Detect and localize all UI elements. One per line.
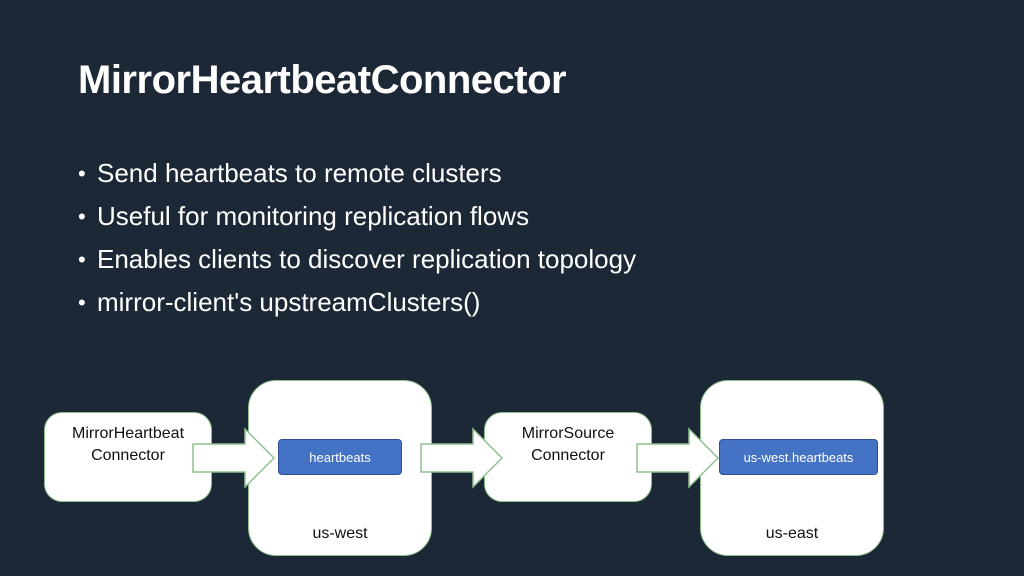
connector-label-line2: Connector [91, 447, 165, 464]
bullet-text: Useful for monitoring replication flows [97, 201, 530, 231]
bullet-item: • Enables clients to discover replicatio… [78, 238, 636, 281]
bullet-text: Send heartbeats to remote clusters [97, 158, 502, 188]
heartbeat-connector-box: MirrorHeartbeat Connector [44, 412, 212, 502]
connector-label-line1: MirrorSource [521, 425, 615, 442]
arrow-heartbeat-to-us-west [192, 427, 276, 489]
cluster-label: us-west [312, 525, 368, 542]
bullet-marker: • [78, 290, 86, 315]
connector-label-line2: Connector [531, 447, 605, 464]
arrow-source-connector-to-us-east [636, 427, 720, 489]
arrow-us-west-to-source-connector [420, 427, 504, 489]
bullet-item: • Useful for monitoring replication flow… [78, 195, 636, 238]
source-connector-box: MirrorSource Connector [484, 412, 652, 502]
bullet-item: • mirror-client's upstreamClusters() [78, 281, 636, 324]
bullet-marker: • [78, 161, 86, 186]
bullet-marker: • [78, 247, 86, 272]
bullet-marker: • [78, 204, 86, 229]
cluster-label: us-east [765, 525, 819, 542]
bullet-list: • Send heartbeats to remote clusters • U… [78, 152, 636, 324]
bullet-text: mirror-client's upstreamClusters() [97, 287, 481, 317]
us-west-heartbeats-topic: us-west.heartbeats [719, 439, 878, 475]
bullet-item: • Send heartbeats to remote clusters [78, 152, 636, 195]
connector-label-line1: MirrorHeartbeat [71, 425, 185, 442]
slide-title: MirrorHeartbeatConnector [78, 58, 567, 102]
connector-label: MirrorSource Connector [485, 423, 651, 467]
heartbeats-topic: heartbeats [278, 439, 402, 475]
bullet-text: Enables clients to discover replication … [97, 244, 637, 274]
connector-label: MirrorHeartbeat Connector [45, 423, 211, 467]
